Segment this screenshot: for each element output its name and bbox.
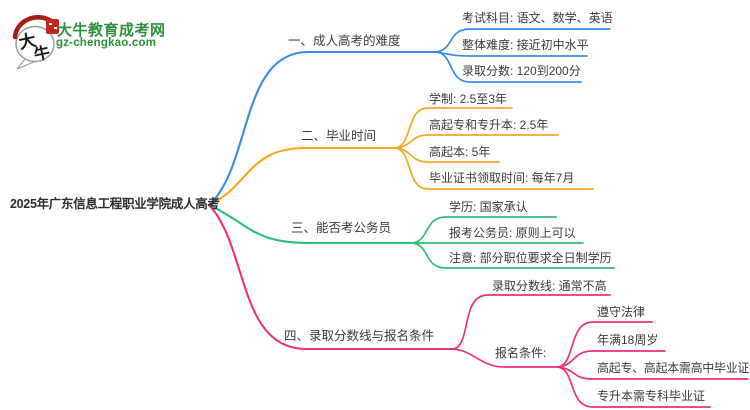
logo-char-2: 牛 xyxy=(32,43,52,65)
branch-4-child-2: 报名条件: xyxy=(495,346,547,360)
root-node: 2025年广东信息工程职业学院成人高考 xyxy=(10,197,220,211)
logo-char-1: 大 xyxy=(17,30,38,53)
branch-4-label: 四、录取分数线与报名条件 xyxy=(284,329,435,343)
branch-2-label: 二、毕业时间 xyxy=(301,129,377,143)
seal-mark xyxy=(49,23,52,25)
branch-2-child-2-line xyxy=(395,134,559,149)
branch-4-grandchild-2-line xyxy=(557,350,666,368)
branch-1-child-1-line xyxy=(436,28,611,53)
branch-1-child-3: 录取分数: 120到200分 xyxy=(462,64,581,78)
branch-3-child-1-line xyxy=(412,216,557,244)
branch-3-child-1: 学历: 国家承认 xyxy=(449,200,528,214)
branch-2-child-3-line xyxy=(395,147,500,163)
branch-1-trunk-line xyxy=(207,50,439,207)
branch-2-child-2: 高起专和专升本: 2.5年 xyxy=(429,118,549,132)
branch-3-child-3-line xyxy=(412,242,615,269)
branch-3-child-3: 注意: 部分职位要求全日制学历 xyxy=(449,251,612,265)
branch-2-child-1-line xyxy=(395,107,513,149)
branch-4-grandchild-3-line xyxy=(557,366,749,380)
branch-4-grandchild-2: 年满18周岁 xyxy=(597,333,659,347)
branch-4-grandchild-4: 专升本需专科毕业证 xyxy=(597,389,706,403)
branch-2-child-3: 高起本: 5年 xyxy=(429,145,491,159)
branch-4-grandchild-1: 遵守法律 xyxy=(597,305,646,319)
bubble xyxy=(15,25,55,63)
branch-3-trunk-line xyxy=(207,203,415,245)
branch-2-trunk-line xyxy=(207,146,398,207)
branch-4-child-1-line xyxy=(452,294,611,350)
branch-1-child-3-line xyxy=(436,51,582,83)
red-seal xyxy=(46,19,59,34)
branch-2-lines xyxy=(207,107,594,207)
daniu-logo-icon: 大 牛 xyxy=(12,15,59,70)
branch-3-label: 三、能否考公务员 xyxy=(291,221,392,235)
logo-domain: gz-chengkao.com xyxy=(56,37,157,49)
branch-2-child-4: 毕业证书领取时间: 每年7月 xyxy=(429,171,575,185)
branch-1-child-2: 整体难度: 接近初中水平 xyxy=(462,38,589,52)
site-logo: 大 牛 大牛教育成考网 gz-chengkao.com xyxy=(12,12,182,70)
branch-4-grandchild-1-line xyxy=(557,321,653,368)
branch-3-child-2: 报考公务员: 原则上可以 xyxy=(449,226,576,240)
branch-3-lines xyxy=(207,203,615,269)
branch-4-child-2-line xyxy=(452,348,559,368)
branch-1-label: 一、成人高考的难度 xyxy=(288,34,401,48)
branch-4-child-1: 录取分数线: 通常不高 xyxy=(492,279,607,293)
red-arc xyxy=(12,15,54,40)
branch-4-trunk-line xyxy=(207,203,455,351)
branch-2-child-4-line xyxy=(395,147,594,190)
branch-2-child-1: 学制: 2.5至3年 xyxy=(429,92,508,106)
branch-4-grandchild-3: 高起专、高起本需高中毕业证 xyxy=(597,361,750,375)
branch-1-child-1: 考试科目: 语文、数学、英语 xyxy=(462,11,613,25)
branch-1-lines xyxy=(207,28,611,207)
branch-4-lines xyxy=(207,203,749,408)
branch-4-grandchild-4-line xyxy=(557,366,711,408)
logo-title: 大牛教育成考网 xyxy=(57,22,166,39)
seal-mark xyxy=(54,27,57,29)
